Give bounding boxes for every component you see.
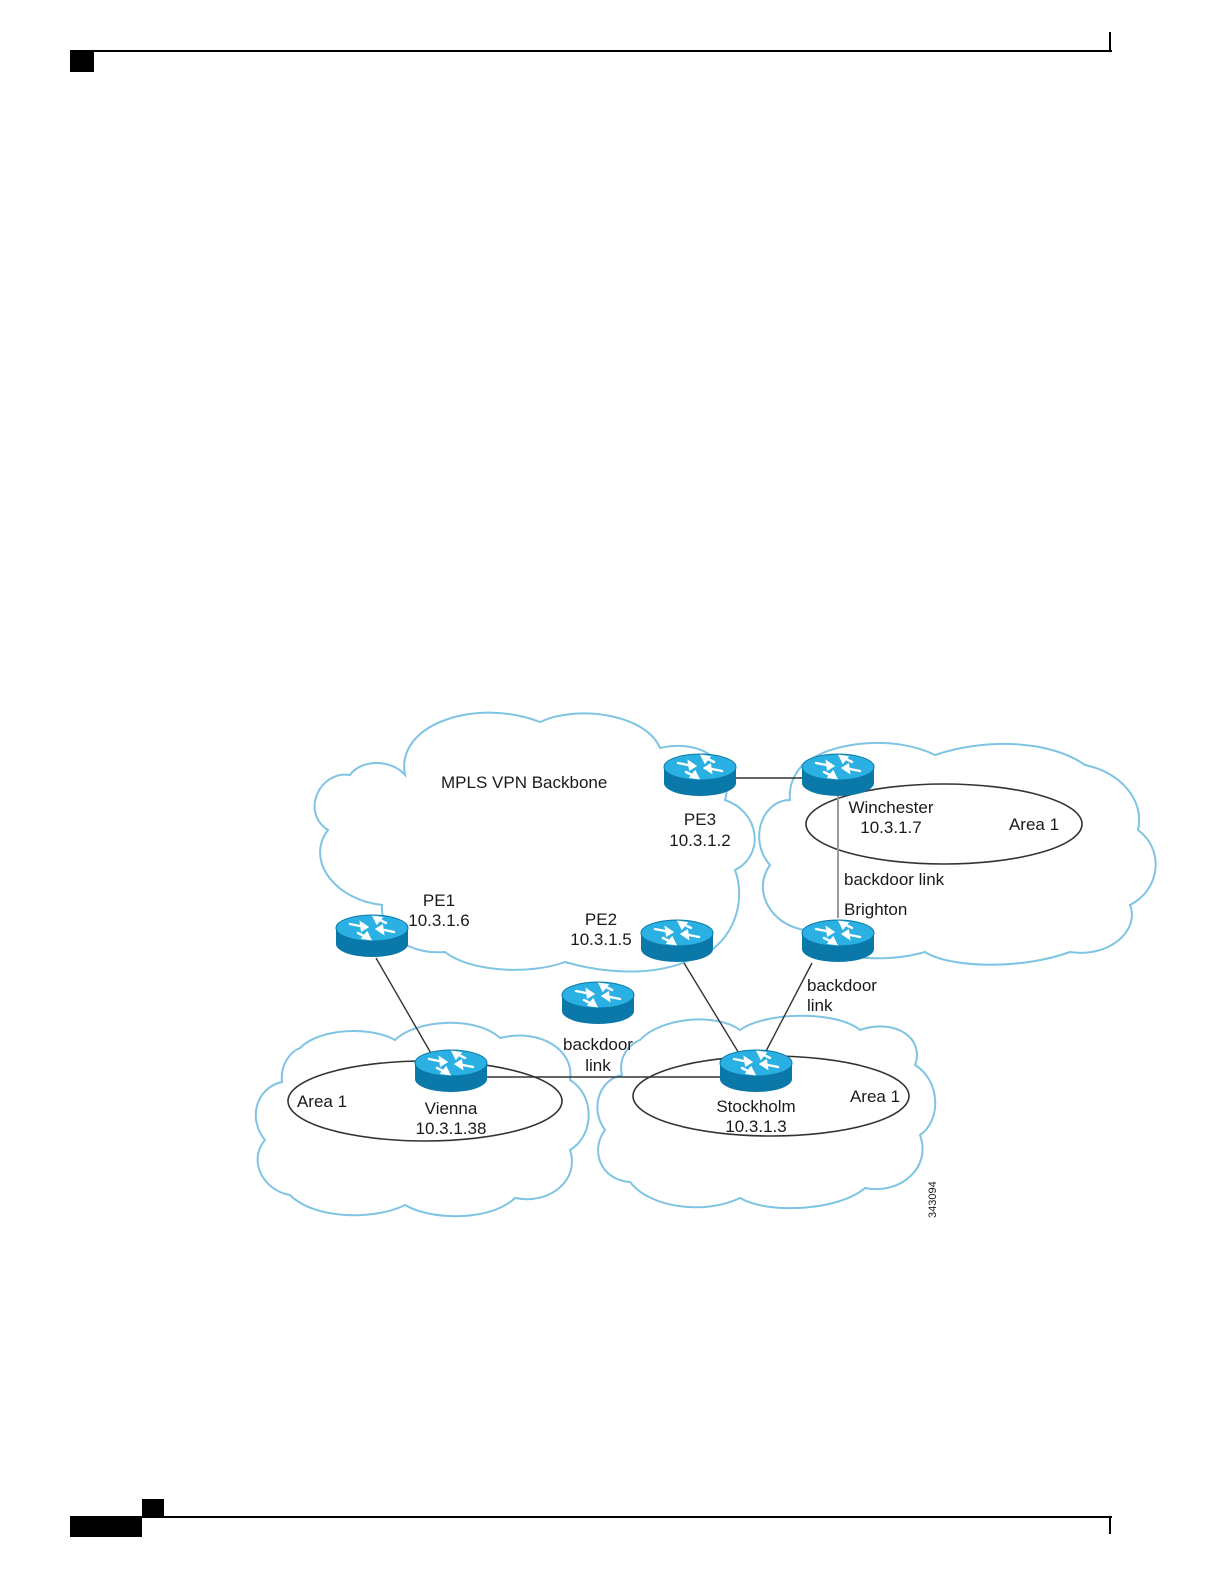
pe1-ip: 10.3.1.6 — [408, 911, 469, 930]
link-pe1-vienna — [376, 958, 432, 1055]
pe1-router-icon — [336, 915, 408, 957]
pe3-router-icon — [664, 754, 736, 796]
backbone-title: MPLS VPN Backbone — [441, 773, 607, 792]
pe3-name: PE3 — [684, 810, 716, 829]
backdoor-label-2a: backdoor — [807, 976, 877, 995]
pe2-ip: 10.3.1.5 — [570, 930, 631, 949]
labels: MPLS VPN Backbone PE3 10.3.1.2 Wincheste… — [297, 773, 1059, 1218]
backdoor-link-label-1: backdoor link — [844, 870, 945, 889]
brighton-name: Brighton — [844, 900, 907, 919]
winchester-name: Winchester — [848, 798, 933, 817]
standalone-router-icon — [562, 982, 634, 1024]
vienna-name: Vienna — [425, 1099, 478, 1118]
winchester-area-label: Area 1 — [1009, 815, 1059, 834]
backdoor-label-3b: link — [585, 1056, 611, 1075]
backdoor-label-3a: backdoor — [563, 1035, 633, 1054]
vienna-ip: 10.3.1.38 — [416, 1119, 487, 1138]
link-pe2-stockholm — [684, 963, 740, 1055]
stockholm-ip: 10.3.1.3 — [725, 1117, 786, 1136]
vienna-area-label: Area 1 — [297, 1092, 347, 1111]
vienna-router-icon — [415, 1050, 487, 1092]
pe1-name: PE1 — [423, 891, 455, 910]
brighton-router-icon — [802, 920, 874, 962]
winchester-ip: 10.3.1.7 — [860, 818, 921, 837]
stockholm-name: Stockholm — [716, 1097, 795, 1116]
pe2-name: PE2 — [585, 910, 617, 929]
link-brighton-stockholm — [764, 963, 812, 1055]
stockholm-area-label: Area 1 — [850, 1087, 900, 1106]
stockholm-router-icon — [720, 1050, 792, 1092]
backdoor-label-2b: link — [807, 996, 833, 1015]
pe3-ip: 10.3.1.2 — [669, 831, 730, 850]
winchester-router-icon — [802, 754, 874, 796]
pe2-router-icon — [641, 920, 713, 962]
figure-id: 343094 — [927, 1181, 939, 1218]
